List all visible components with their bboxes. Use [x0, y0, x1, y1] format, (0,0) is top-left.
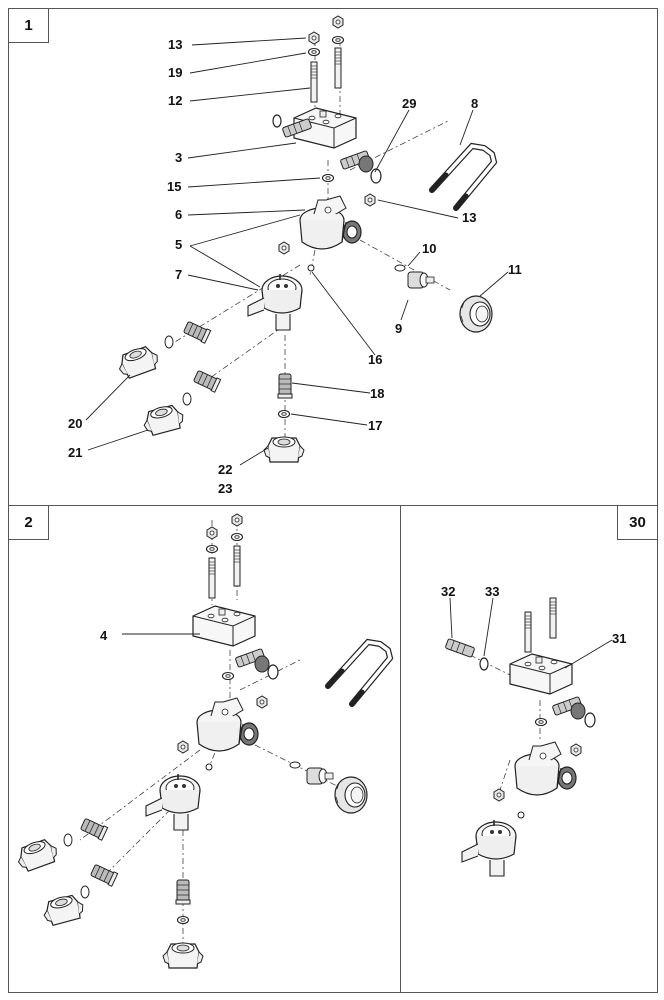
callout-4: 4: [100, 628, 108, 643]
callout-11: 11: [508, 262, 522, 277]
callout-9: 9: [395, 321, 402, 336]
callout-17: 17: [368, 418, 382, 433]
callout-10: 10: [422, 241, 436, 256]
callout-32: 32: [441, 584, 455, 599]
callout-5: 5: [175, 237, 182, 252]
callout-23: 23: [218, 481, 232, 496]
panel-2-number: 2: [9, 506, 49, 540]
panel-1-leader-lines: [85, 37, 509, 466]
callout-6: 6: [175, 207, 182, 222]
panel-30-frame: 30: [400, 505, 658, 993]
callout-33: 33: [485, 584, 499, 599]
callout-15: 15: [167, 179, 181, 194]
panel-30-number: 30: [617, 506, 657, 540]
callout-13-right: 13: [462, 210, 476, 225]
callout-12: 12: [168, 93, 182, 108]
callout-8: 8: [471, 96, 478, 111]
callout-31: 31: [612, 631, 626, 646]
panel-2-artwork: 4: [13, 513, 390, 969]
panel-30-artwork: 32 33 31: [441, 584, 626, 877]
callout-16: 16: [368, 352, 382, 367]
panel-1-number: 1: [9, 9, 49, 43]
callout-13-top: 13: [168, 37, 182, 52]
callout-19: 19: [168, 65, 182, 80]
panel-30-leader-lines: [449, 597, 613, 669]
callout-7: 7: [175, 267, 182, 282]
callout-18: 18: [370, 386, 384, 401]
callout-3: 3: [175, 150, 182, 165]
callout-20: 20: [68, 416, 82, 431]
callout-21: 21: [68, 445, 82, 460]
callout-29: 29: [402, 96, 416, 111]
callout-22: 22: [218, 462, 232, 477]
panel-1-artwork: 13 19 12 3 15 6 5 7 29 8 13 10 11 9 16 1…: [68, 15, 522, 496]
